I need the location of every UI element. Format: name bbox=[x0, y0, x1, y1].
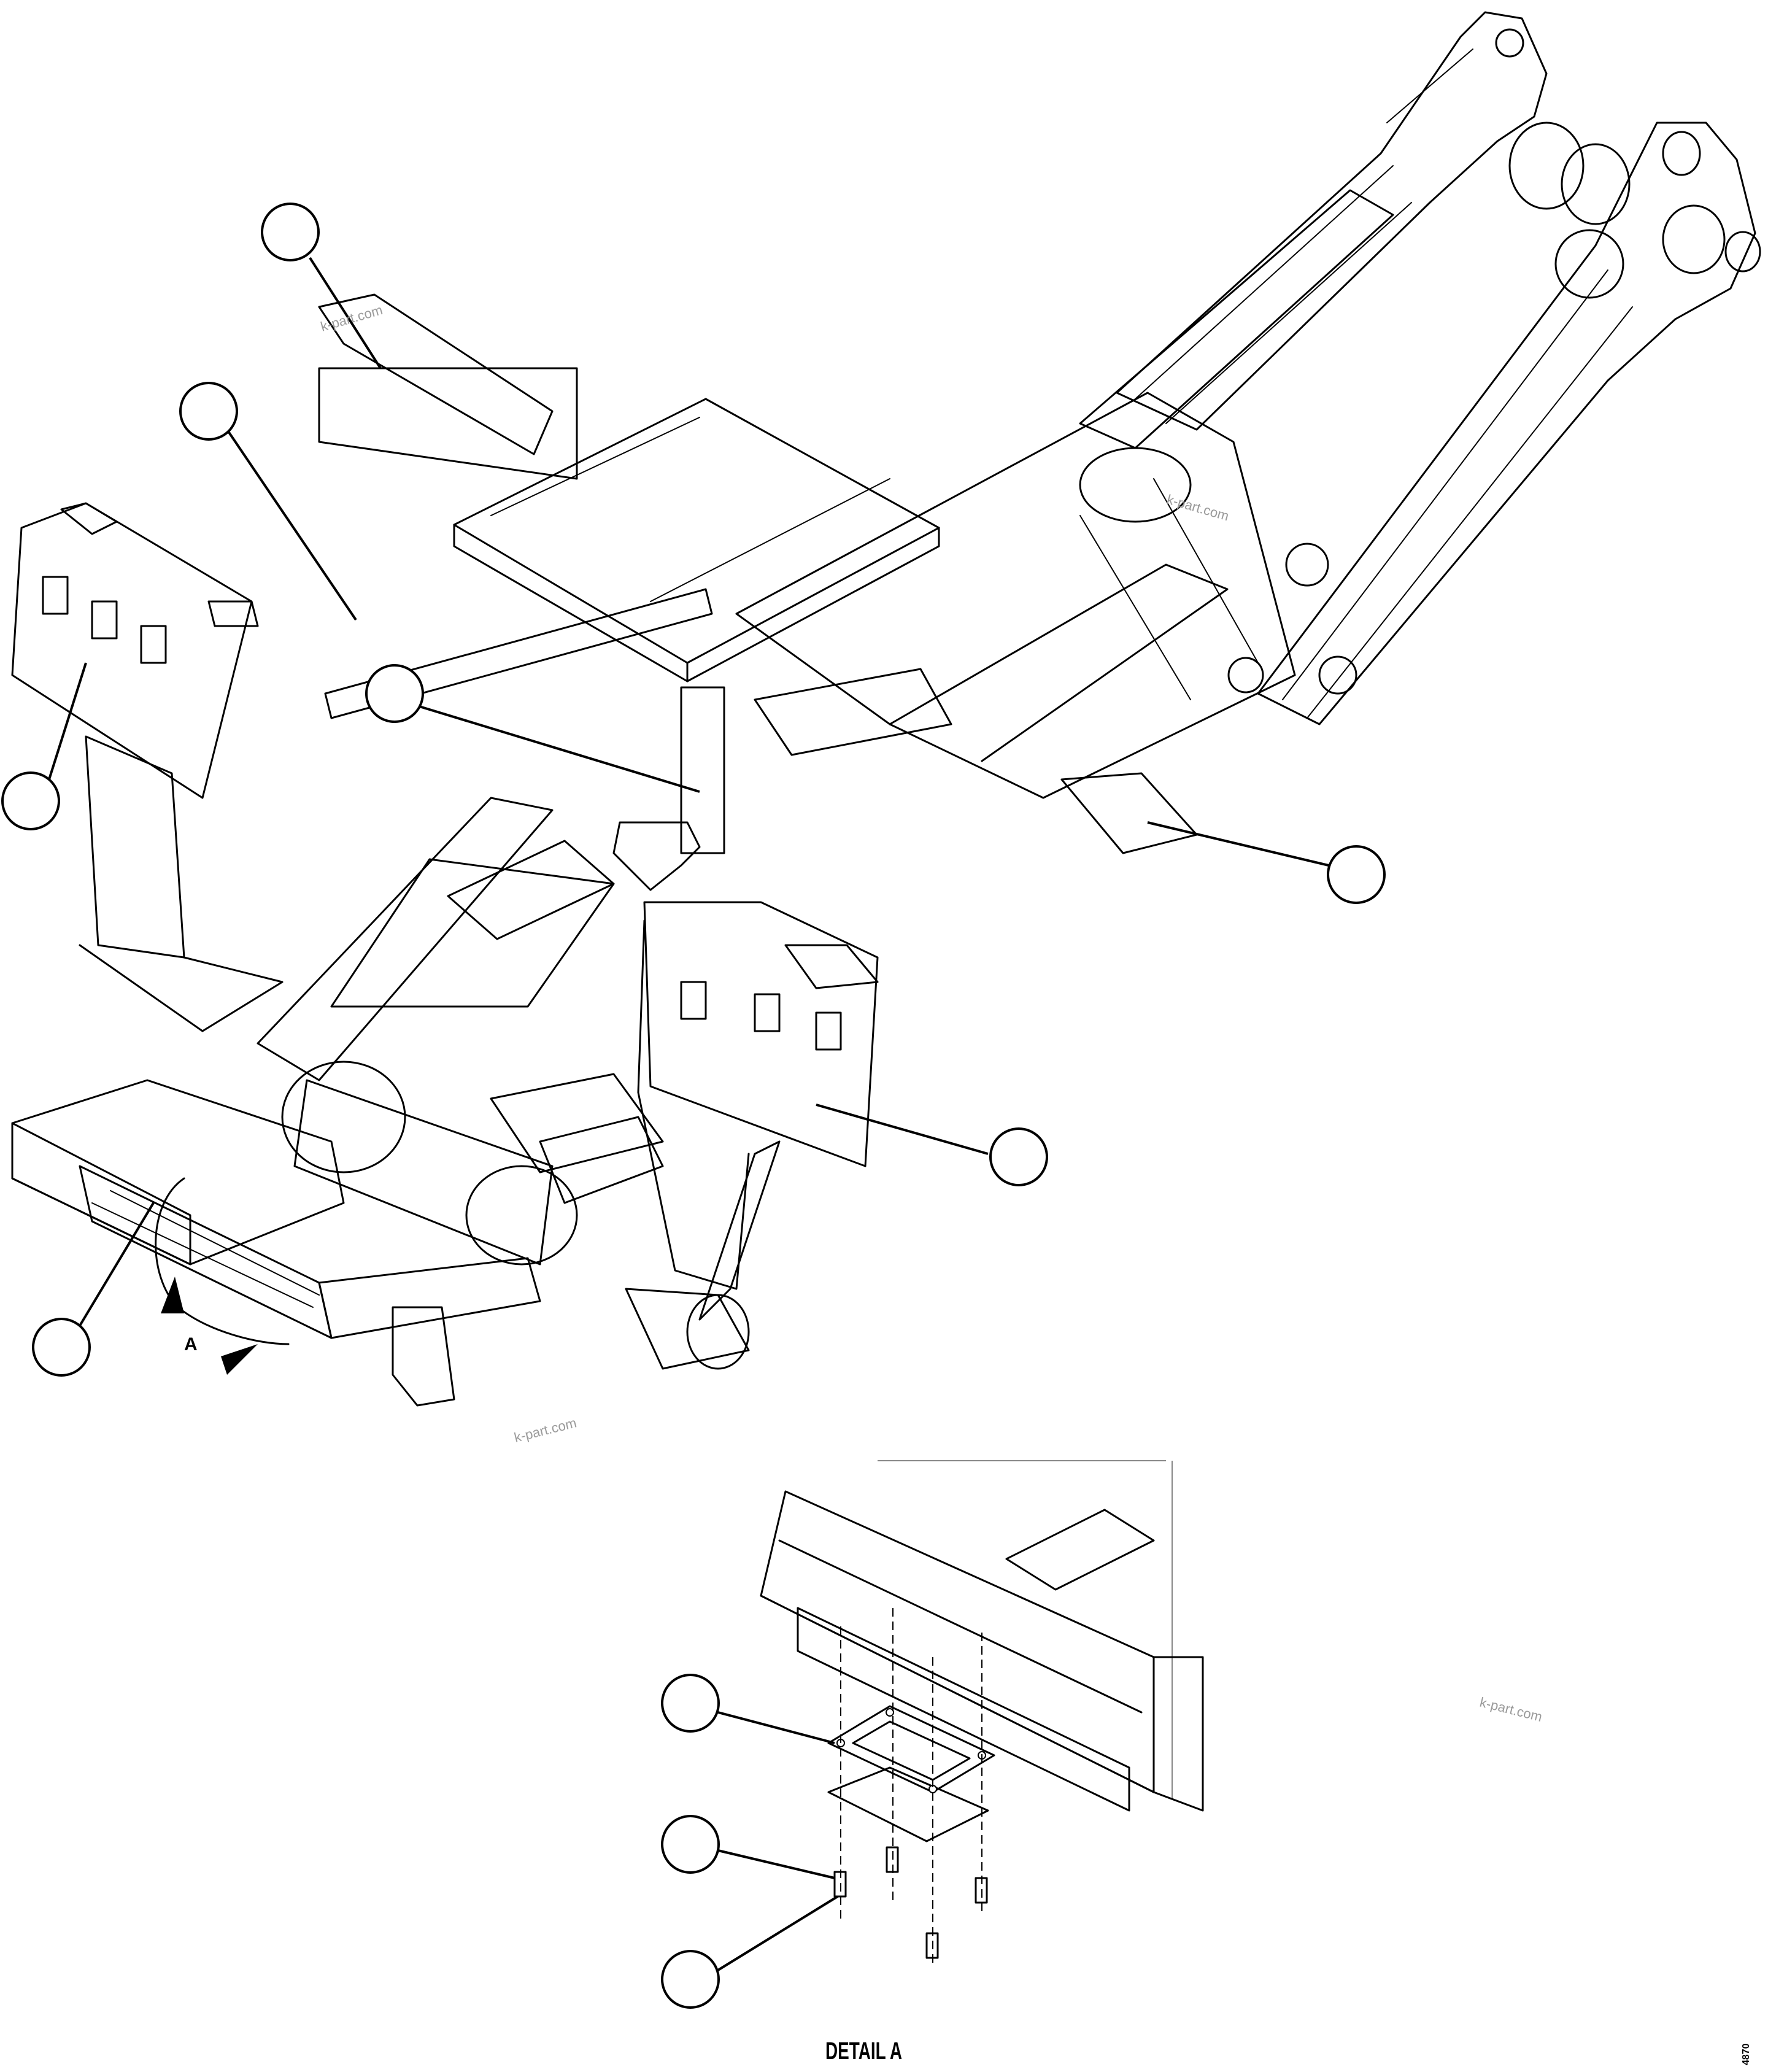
detail-a-drawing bbox=[760, 1460, 1204, 1964]
watermark-1: k-part.com bbox=[318, 302, 384, 334]
upper-plate bbox=[318, 293, 554, 455]
callout-5[interactable] bbox=[1147, 821, 1386, 904]
loader-arm-left bbox=[1079, 11, 1631, 449]
callout-10[interactable] bbox=[661, 1895, 839, 2009]
callout-9[interactable] bbox=[661, 1815, 835, 1879]
callout-3[interactable] bbox=[1, 662, 87, 830]
mount-bolts bbox=[833, 1608, 988, 1964]
watermark-4: k-part.com bbox=[1478, 1695, 1544, 1725]
cab-subframe bbox=[453, 398, 1198, 854]
callout-8[interactable] bbox=[661, 1674, 835, 1744]
watermark-3: k-part.com bbox=[512, 1415, 578, 1445]
diagonal-beams bbox=[257, 797, 664, 1204]
frame-assembly bbox=[11, 11, 1761, 1407]
front-axle-area bbox=[11, 1061, 578, 1407]
sheet-code: 4870 bbox=[1741, 2043, 1751, 2065]
loader-arm-right bbox=[1257, 122, 1761, 725]
callouts bbox=[1, 203, 1386, 2009]
main-frame-rails bbox=[735, 229, 1624, 799]
mount-pad bbox=[827, 1705, 995, 1842]
view-label-a: A bbox=[184, 1334, 198, 1355]
watermark-2: k-part.com bbox=[1165, 492, 1231, 524]
callout-1[interactable] bbox=[261, 203, 382, 369]
callout-2[interactable] bbox=[179, 382, 357, 621]
view-arrow-a bbox=[155, 1177, 290, 1375]
callout-6[interactable] bbox=[816, 1104, 1048, 1186]
callout-7[interactable] bbox=[32, 1202, 155, 1377]
right-cab-mount bbox=[625, 901, 879, 1370]
left-cab-mount bbox=[11, 502, 284, 1032]
detail-a-title: DETAIL A bbox=[825, 2038, 902, 2065]
front-cross-member bbox=[318, 367, 725, 891]
callout-4[interactable] bbox=[365, 664, 700, 793]
